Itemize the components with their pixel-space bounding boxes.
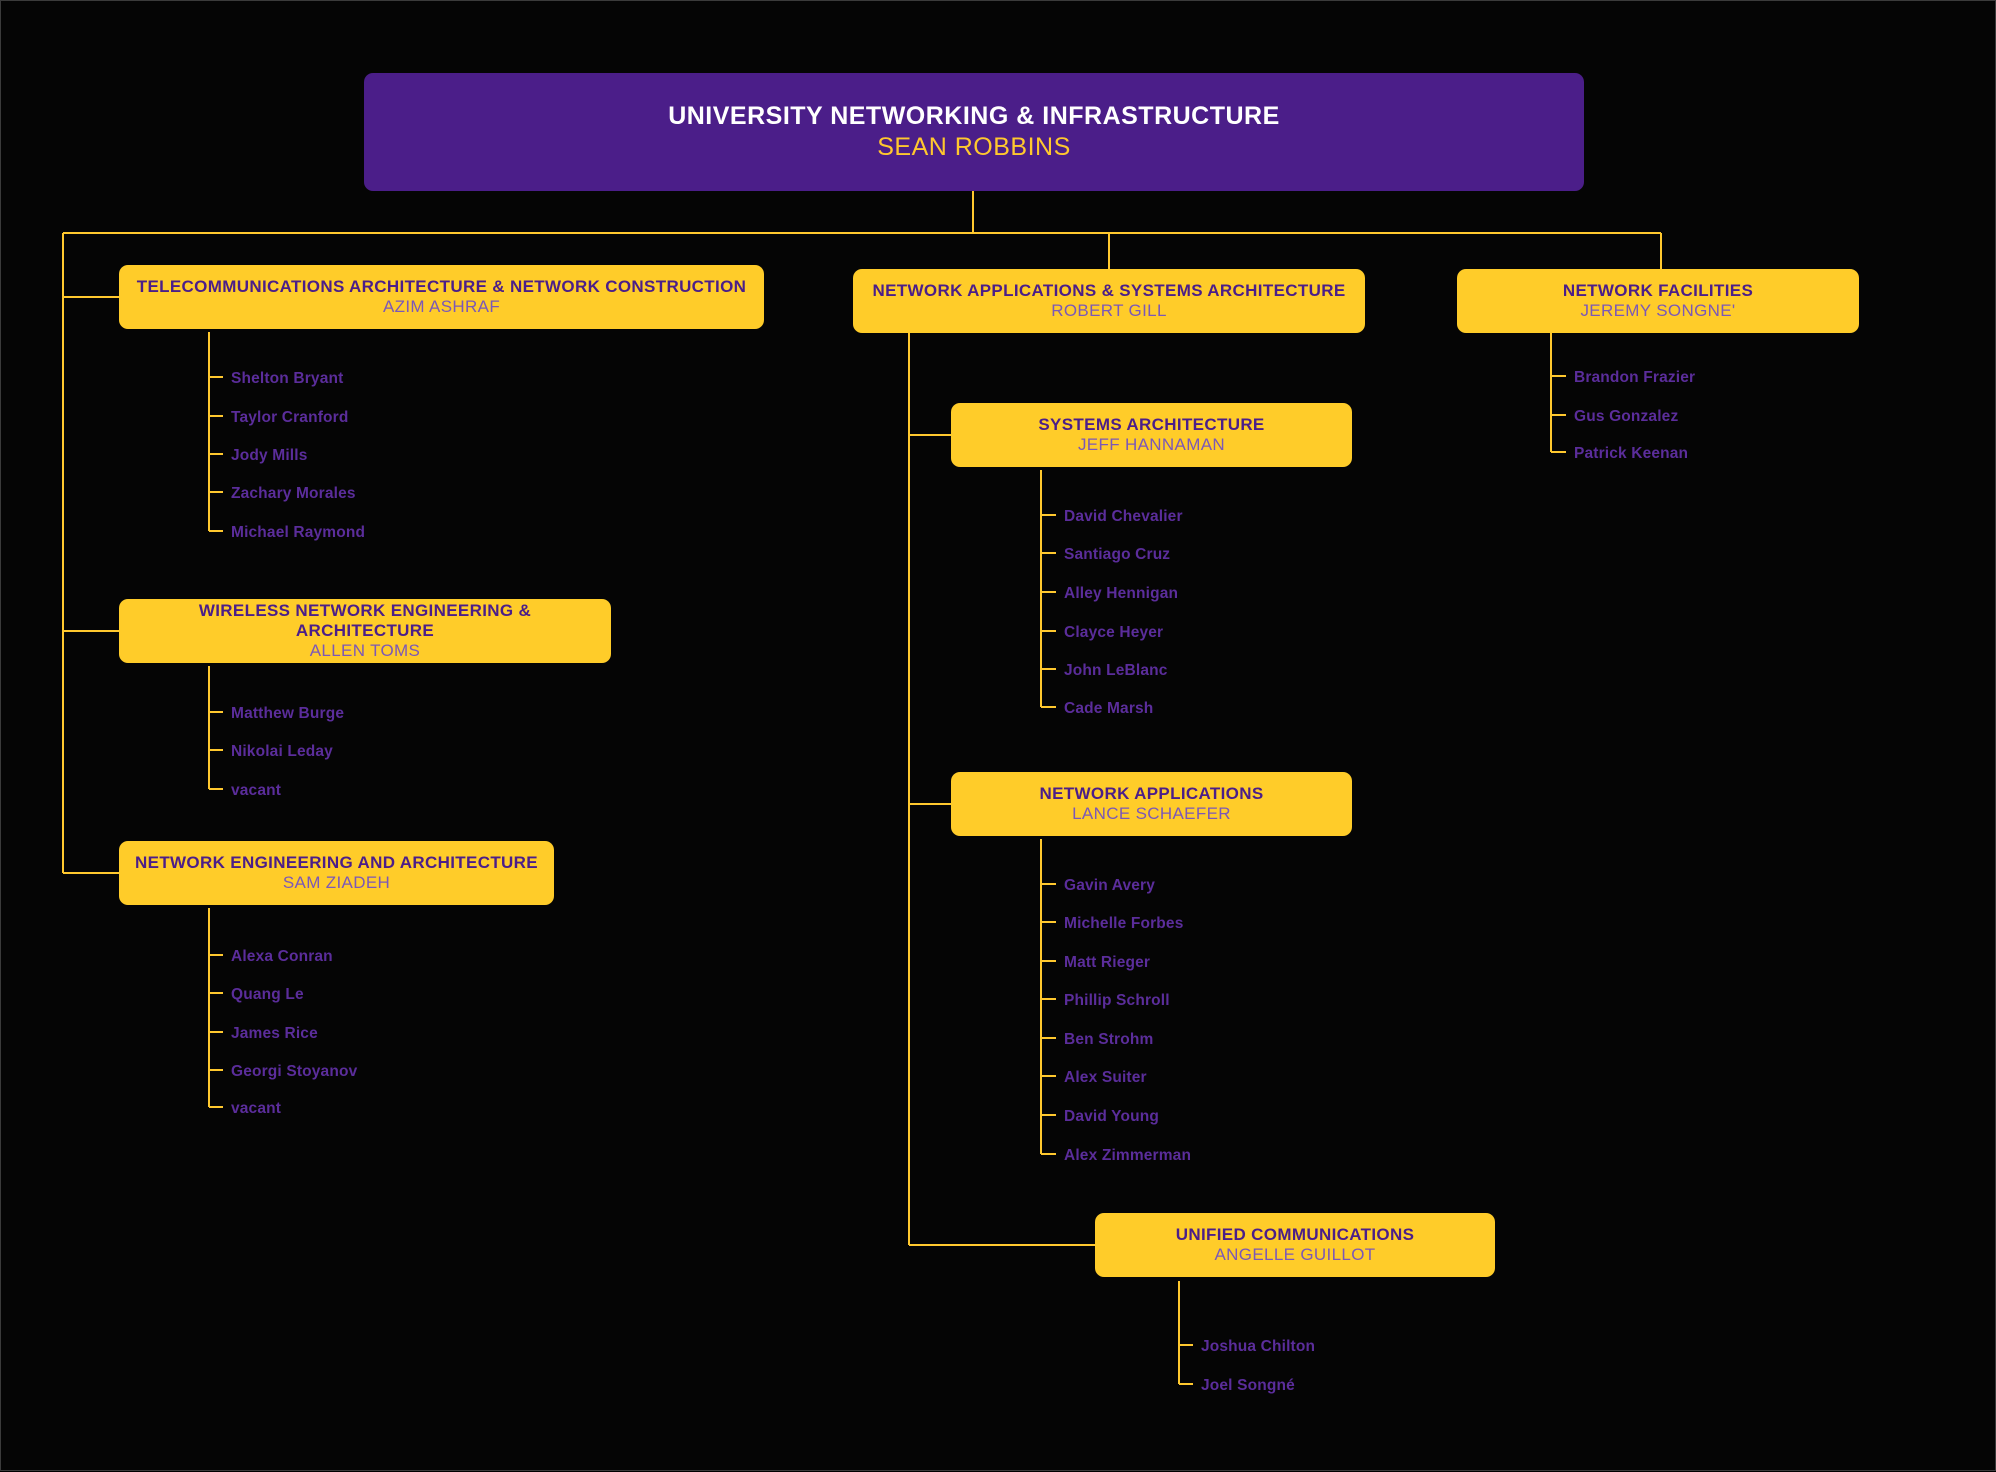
node-wireless-person: ALLEN TOMS [309,640,421,660]
leaf-sysarch-5[interactable]: Cade Marsh [1064,700,1154,717]
node-sysarch-title: SYSTEMS ARCHITECTURE [1038,414,1265,434]
leaf-telecom-0[interactable]: Shelton Bryant [231,370,344,387]
node-root[interactable]: UNIVERSITY NETWORKING & INFRASTRUCTURE S… [364,73,1584,191]
leaf-netapps-5[interactable]: Alex Suiter [1064,1069,1147,1086]
node-netapps-title: NETWORK APPLICATIONS [1039,783,1264,803]
node-root-person: SEAN ROBBINS [877,132,1071,161]
leaf-netfac-0[interactable]: Brandon Frazier [1574,369,1696,386]
leaf-netengarch-4[interactable]: vacant [231,1100,282,1117]
node-netapps[interactable]: NETWORK APPLICATIONS LANCE SCHAEFER [951,772,1352,836]
node-sysarch-person: JEFF HANNAMAN [1077,434,1226,454]
leaf-netengarch-2[interactable]: James Rice [231,1025,318,1042]
leaf-wireless-2[interactable]: vacant [231,782,282,799]
node-netengarch-person: SAM ZIADEH [282,872,391,892]
node-netappsys[interactable]: NETWORK APPLICATIONS & SYSTEMS ARCHITECT… [853,269,1365,333]
leaf-sysarch-0[interactable]: David Chevalier [1064,508,1183,525]
node-root-title: UNIVERSITY NETWORKING & INFRASTRUCTURE [668,102,1280,131]
leaf-sysarch-4[interactable]: John LeBlanc [1064,662,1168,679]
node-unifiedcomm-title: UNIFIED COMMUNICATIONS [1175,1224,1415,1244]
leaf-netfac-1[interactable]: Gus Gonzalez [1574,408,1679,425]
node-unifiedcomm-person: ANGELLE GUILLOT [1214,1244,1376,1264]
leaf-netapps-3[interactable]: Phillip Schroll [1064,992,1170,1009]
leaf-unifiedcomm-1[interactable]: Joel Songné [1201,1377,1295,1394]
leaf-netfac-2[interactable]: Patrick Keenan [1574,445,1689,462]
node-netfac-person: JEREMY SONGNE' [1580,300,1736,320]
node-unifiedcomm[interactable]: UNIFIED COMMUNICATIONS ANGELLE GUILLOT [1095,1213,1495,1277]
leaf-telecom-4[interactable]: Michael Raymond [231,524,366,541]
node-wireless[interactable]: WIRELESS NETWORK ENGINEERING & ARCHITECT… [119,599,611,663]
node-wireless-title: WIRELESS NETWORK ENGINEERING & ARCHITECT… [198,600,532,640]
leaf-netapps-1[interactable]: Michelle Forbes [1064,915,1184,932]
leaf-telecom-3[interactable]: Zachary Morales [231,485,356,502]
node-netengarch-title: NETWORK ENGINEERING AND ARCHITECTURE [135,852,538,872]
leaf-netengarch-0[interactable]: Alexa Conran [231,948,333,965]
node-netappsys-title: NETWORK APPLICATIONS & SYSTEMS ARCHITECT… [872,280,1346,300]
node-netfac[interactable]: NETWORK FACILITIES JEREMY SONGNE' [1457,269,1859,333]
leaf-telecom-2[interactable]: Jody Mills [231,447,308,464]
node-telecom-title: TELECOMMUNICATIONS ARCHITECTURE & NETWOR… [136,276,747,296]
leaf-netapps-4[interactable]: Ben Strohm [1064,1031,1154,1048]
leaf-unifiedcomm-0[interactable]: Joshua Chilton [1201,1338,1316,1355]
node-netapps-person: LANCE SCHAEFER [1072,803,1231,823]
node-netfac-title: NETWORK FACILITIES [1562,280,1754,300]
leaf-wireless-1[interactable]: Nikolai Leday [231,743,333,760]
leaf-netengarch-1[interactable]: Quang Le [231,986,304,1003]
leaf-sysarch-3[interactable]: Clayce Heyer [1064,624,1164,641]
leaf-telecom-1[interactable]: Taylor Cranford [231,409,349,426]
leaf-netapps-2[interactable]: Matt Rieger [1064,954,1151,971]
leaf-sysarch-1[interactable]: Santiago Cruz [1064,546,1171,563]
node-netengarch[interactable]: NETWORK ENGINEERING AND ARCHITECTURE SAM… [119,841,554,905]
node-telecom-person: AZIM ASHRAF [382,296,501,316]
leaf-netapps-7[interactable]: Alex Zimmerman [1064,1147,1192,1164]
leaf-netengarch-3[interactable]: Georgi Stoyanov [231,1063,358,1080]
leaf-wireless-0[interactable]: Matthew Burge [231,705,345,722]
node-netappsys-person: ROBERT GILL [1051,300,1167,320]
leaf-netapps-0[interactable]: Gavin Avery [1064,877,1156,894]
node-sysarch[interactable]: SYSTEMS ARCHITECTURE JEFF HANNAMAN [951,403,1352,467]
node-telecom[interactable]: TELECOMMUNICATIONS ARCHITECTURE & NETWOR… [119,265,764,329]
leaf-netapps-6[interactable]: David Young [1064,1108,1160,1125]
leaf-sysarch-2[interactable]: Alley Hennigan [1064,585,1179,602]
